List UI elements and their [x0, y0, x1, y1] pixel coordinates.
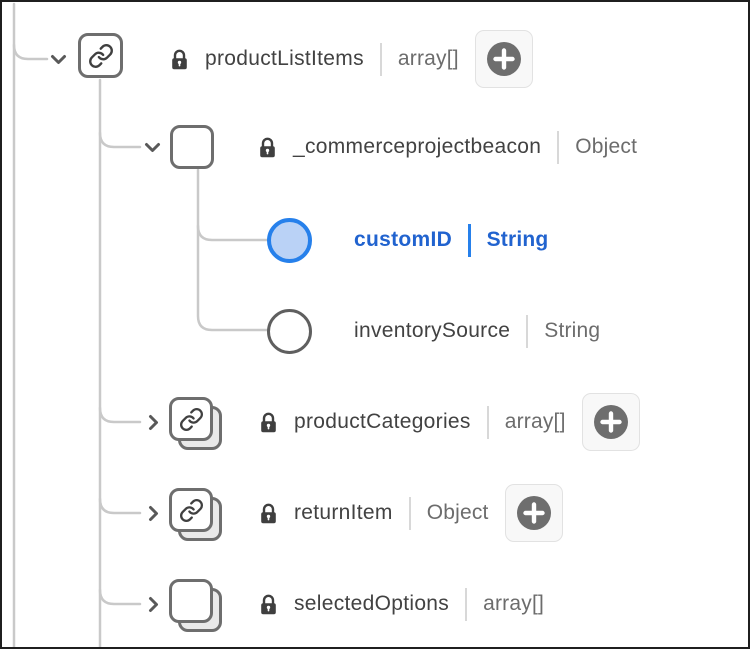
- add-field-button[interactable]: [474, 30, 533, 88]
- field-type: array[]: [397, 47, 459, 70]
- chain-link-icon: [179, 407, 203, 431]
- chevron-right-icon[interactable]: [143, 412, 163, 432]
- divider: [486, 405, 489, 439]
- lock-icon: [259, 412, 278, 433]
- chain-link-icon: [179, 498, 203, 522]
- object-stack-field-icon[interactable]: [169, 579, 223, 633]
- chain-link-icon: [88, 43, 113, 68]
- field-type: Object: [426, 501, 489, 524]
- lock-icon: [258, 137, 277, 158]
- field-row-productListItems[interactable]: productListItems array[]: [2, 29, 748, 89]
- field-row-inventorySource[interactable]: inventorySource String: [2, 301, 748, 361]
- link-field-icon[interactable]: [78, 33, 123, 78]
- chevron-right-icon[interactable]: [143, 594, 163, 614]
- divider: [526, 314, 529, 348]
- stack-front-card: [169, 579, 213, 623]
- add-field-button[interactable]: [504, 484, 563, 542]
- field-type: String: [544, 319, 601, 342]
- plus-circle-icon: [486, 42, 521, 76]
- stack-front-card: [169, 397, 213, 441]
- field-name[interactable]: returnItem: [294, 501, 393, 524]
- field-row-commerceprojectbeacon[interactable]: _commerceprojectbeacon Object: [2, 117, 748, 177]
- divider: [465, 587, 468, 621]
- field-name[interactable]: customID: [354, 228, 453, 251]
- field-row-selectedOptions[interactable]: selectedOptions array[]: [2, 574, 748, 634]
- link-stack-field-icon[interactable]: [169, 397, 223, 451]
- leaf-field-icon[interactable]: [267, 309, 312, 354]
- lock-icon: [170, 49, 189, 70]
- object-field-icon[interactable]: [170, 125, 214, 169]
- link-stack-field-icon[interactable]: [169, 488, 223, 542]
- add-field-button[interactable]: [581, 393, 640, 451]
- divider: [468, 223, 471, 257]
- field-name[interactable]: inventorySource: [354, 319, 511, 342]
- field-type: array[]: [504, 410, 566, 433]
- field-name[interactable]: _commerceprojectbeacon: [293, 135, 542, 158]
- field-row-returnItem[interactable]: returnItem Object: [2, 483, 748, 543]
- field-name[interactable]: productCategories: [294, 410, 471, 433]
- field-type: String: [486, 228, 549, 251]
- divider: [379, 42, 382, 76]
- lock-icon: [259, 503, 278, 524]
- divider: [408, 496, 411, 530]
- lock-icon: [259, 594, 278, 615]
- leaf-field-icon-selected[interactable]: [267, 218, 312, 263]
- field-row-productCategories[interactable]: productCategories array[]: [2, 392, 748, 452]
- divider: [557, 130, 560, 164]
- field-type: Object: [575, 135, 638, 158]
- chevron-down-icon[interactable]: [142, 137, 162, 157]
- plus-circle-icon: [516, 496, 551, 530]
- field-row-customID[interactable]: customID String: [2, 210, 748, 270]
- chevron-right-icon[interactable]: [143, 503, 163, 523]
- plus-circle-icon: [593, 405, 628, 439]
- chevron-down-icon[interactable]: [48, 49, 68, 69]
- field-type: array[]: [483, 592, 545, 615]
- stack-front-card: [169, 488, 213, 532]
- field-name[interactable]: selectedOptions: [294, 592, 450, 615]
- field-name[interactable]: productListItems: [205, 47, 364, 70]
